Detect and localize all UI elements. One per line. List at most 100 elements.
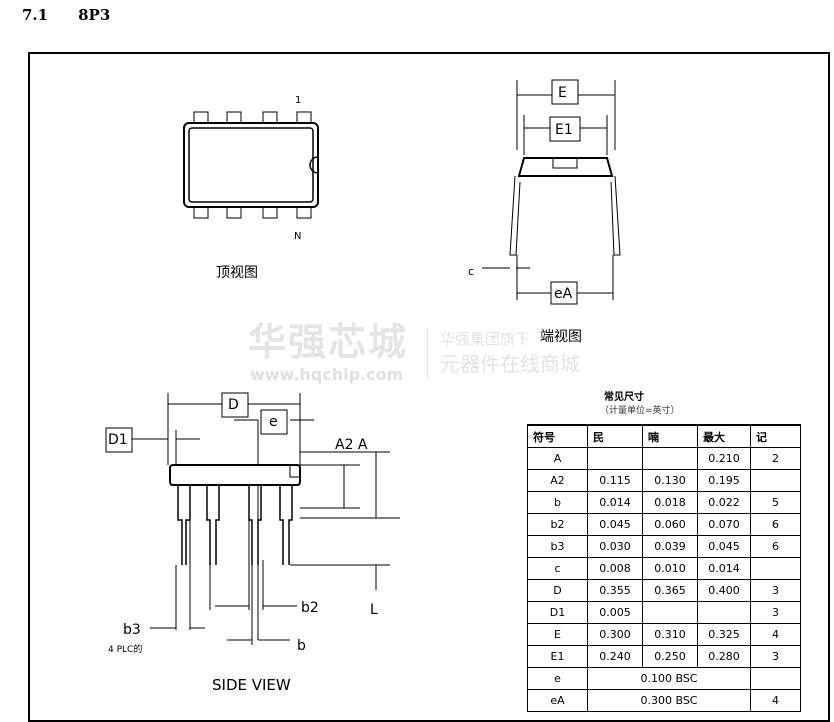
dim-E: E <box>558 85 567 101</box>
table-subtitle: （计量单位=英寸） <box>600 406 680 416</box>
table-title: 常见尺寸 <box>604 392 644 403</box>
header-min: 民 <box>587 424 643 448</box>
dim-A2A: A2 A <box>335 437 368 453</box>
table-cell: b3 <box>527 535 588 558</box>
table-cell <box>697 601 751 624</box>
dim-E1: E1 <box>555 122 573 138</box>
watermark-line2: 元器件在线商城 <box>440 352 580 376</box>
table-cell: 0.240 <box>587 645 643 668</box>
dim-D: D <box>228 397 239 413</box>
top-view-caption: 顶视图 <box>216 265 258 281</box>
table-cell <box>642 601 698 624</box>
table-cell: 0.039 <box>642 535 698 558</box>
table-cell: 0.325 <box>697 623 751 646</box>
section-number: 7.1 <box>22 6 49 24</box>
table-cell: b2 <box>527 513 588 536</box>
section-heading: 7.1 8P3 <box>22 6 140 24</box>
dim-eA: eA <box>554 286 573 302</box>
table-cell: 0.045 <box>587 513 643 536</box>
table-cell: D1 <box>527 601 588 624</box>
table-cell: eA <box>527 689 588 712</box>
table-cell: 2 <box>750 447 801 470</box>
pinN-label: N <box>294 231 302 242</box>
watermark-brand: 华强芯城 <box>248 320 409 364</box>
table-cell: 0.018 <box>642 491 698 514</box>
header-note: 记 <box>750 424 801 448</box>
table-cell: E1 <box>527 645 588 668</box>
table-cell: c <box>527 557 588 580</box>
table-cell: 0.355 <box>587 579 643 602</box>
table-cell: A2 <box>527 469 588 492</box>
table-cell <box>642 447 698 470</box>
table-cell: 0.100 BSC <box>587 667 751 690</box>
table-cell: 0.045 <box>697 535 751 558</box>
table-cell: 6 <box>750 513 801 536</box>
table-cell: 0.030 <box>587 535 643 558</box>
watermark-url: www.hqchip.com <box>250 365 404 384</box>
table-cell: 0.195 <box>697 469 751 492</box>
dim-b: b <box>297 638 306 654</box>
end-view-caption: 端视图 <box>540 329 582 345</box>
table-cell: 0.210 <box>697 447 751 470</box>
watermark-line1: 华强集团旗下 <box>440 330 531 348</box>
side-view-caption: SIDE VIEW <box>212 676 291 694</box>
table-cell <box>587 447 643 470</box>
header-max: 最大 <box>697 424 751 448</box>
table-cell: 0.130 <box>642 469 698 492</box>
table-cell: 0.400 <box>697 579 751 602</box>
table-cell: 0.115 <box>587 469 643 492</box>
table-cell: 4 <box>750 623 801 646</box>
dim-c: c <box>468 265 475 278</box>
section-title: 8P3 <box>78 6 111 24</box>
table-cell: 4 <box>750 689 801 712</box>
dim-b2: b2 <box>301 600 319 616</box>
table-cell <box>750 667 801 690</box>
table-cell: 3 <box>750 601 801 624</box>
table-cell: 0.365 <box>642 579 698 602</box>
plc-note: 4 PLC的 <box>108 645 143 655</box>
dim-e: e <box>269 414 278 430</box>
table-header-row: 符号 民 喃 最大 记 <box>527 424 801 448</box>
table-cell: 0.300 <box>587 623 643 646</box>
header-symbol: 符号 <box>527 424 588 448</box>
table-cell: 3 <box>750 579 801 602</box>
table-cell: 0.300 BSC <box>587 689 751 712</box>
table-cell: 5 <box>750 491 801 514</box>
table-cell: 0.060 <box>642 513 698 536</box>
table-cell: 3 <box>750 645 801 668</box>
table-cell: 0.008 <box>587 557 643 580</box>
table-cell: b <box>527 491 588 514</box>
table-cell: 0.014 <box>697 557 751 580</box>
top-view-drawing <box>183 111 319 219</box>
table-cell: 0.280 <box>697 645 751 668</box>
table-cell: E <box>527 623 588 646</box>
table-cell: D <box>527 579 588 602</box>
table-cell: 0.310 <box>642 623 698 646</box>
table-cell <box>750 557 801 580</box>
dim-L: L <box>370 602 378 618</box>
header-nom: 喃 <box>642 424 698 448</box>
table-cell: 0.070 <box>697 513 751 536</box>
pin1-label: 1 <box>295 95 302 106</box>
end-view-drawing <box>482 79 621 305</box>
table-cell: 0.005 <box>587 601 643 624</box>
side-view-drawing <box>105 392 400 645</box>
table-cell: 0.010 <box>642 557 698 580</box>
table-cell: 0.014 <box>587 491 643 514</box>
table-cell: 0.250 <box>642 645 698 668</box>
table-cell <box>750 469 801 492</box>
